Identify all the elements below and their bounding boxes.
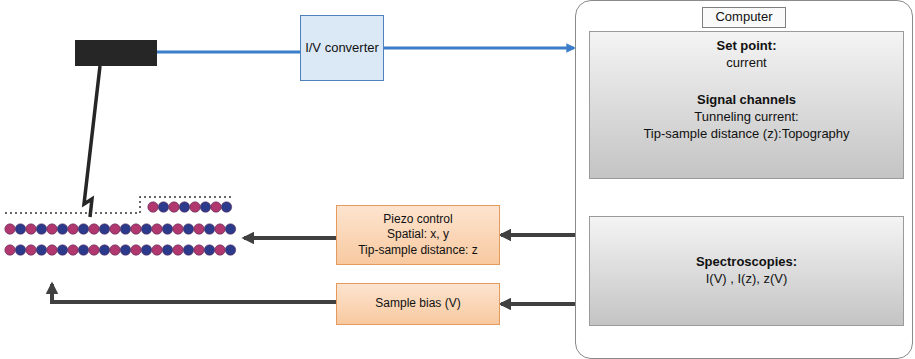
atom [68, 245, 78, 255]
atom [141, 245, 151, 255]
node-text: current [726, 55, 766, 72]
computer-heading: Computer [702, 7, 785, 28]
atom [131, 224, 141, 234]
atom [194, 224, 204, 234]
atom [152, 245, 162, 255]
atom [15, 224, 25, 234]
atom [36, 224, 46, 234]
atom [89, 224, 99, 234]
node-text: Tip-sample distance (z):Topography [643, 126, 849, 143]
signal-arrow [501, 302, 575, 306]
node-text: Sample bias (V) [375, 296, 460, 312]
atom [204, 245, 214, 255]
atom [120, 245, 130, 255]
atom [200, 202, 210, 212]
computer-housing: Set point:currentSignal channelsTunnelin… [575, 0, 913, 359]
atom [47, 224, 57, 234]
atom [68, 224, 78, 234]
node-text: I/V converter [305, 40, 379, 57]
stm-tip [84, 66, 100, 217]
node-text: Tunneling current: [694, 109, 798, 126]
sample-atoms [5, 202, 236, 255]
atom [173, 245, 183, 255]
atom [57, 224, 67, 234]
atom [225, 245, 235, 255]
node-text: Spectroscopies: [696, 254, 797, 271]
atom [110, 245, 120, 255]
atom [78, 224, 88, 234]
atom [5, 245, 15, 255]
atom [141, 224, 151, 234]
atom [158, 202, 168, 212]
spectroscopy-panel: Spectroscopies:I(V) , I(z), z(V) [589, 216, 904, 326]
node-text: Set point: [717, 38, 777, 55]
atom [221, 202, 231, 212]
atom [152, 224, 162, 234]
atom [89, 245, 99, 255]
atom [148, 202, 158, 212]
atom [99, 224, 109, 234]
atom [57, 245, 67, 255]
bias-arrow [52, 284, 336, 302]
atom [215, 245, 225, 255]
atom [169, 202, 179, 212]
atom [47, 245, 57, 255]
piezo-arrow [244, 236, 336, 240]
atom [5, 224, 15, 234]
atom [179, 202, 189, 212]
atom [162, 224, 172, 234]
atom [215, 224, 225, 234]
signal-arrow [501, 233, 575, 237]
atom [190, 202, 200, 212]
topography-trace [5, 197, 233, 213]
atom [15, 245, 25, 255]
atom [162, 245, 172, 255]
node-text: Signal channels [697, 92, 796, 109]
signal-panel: Set point:currentSignal channelsTunnelin… [589, 31, 904, 179]
atom [194, 245, 204, 255]
atom [36, 245, 46, 255]
atom [26, 245, 36, 255]
node-text: Tip-sample distance: z [358, 243, 478, 259]
signal-arrow [384, 47, 574, 50]
piezo-box: Piezo controlSpatial: x, yTip-sample dis… [336, 205, 500, 265]
atom [225, 224, 235, 234]
atom [204, 224, 214, 234]
tip-holder [75, 40, 157, 66]
atom [211, 202, 221, 212]
atom [183, 245, 193, 255]
current-wire [157, 51, 300, 54]
node-text: Spatial: x, y [387, 227, 449, 243]
atom [131, 245, 141, 255]
node-text: Piezo control [383, 212, 452, 228]
atom [26, 224, 36, 234]
atom [173, 224, 183, 234]
atom [120, 224, 130, 234]
atom [99, 245, 109, 255]
atom [183, 224, 193, 234]
atom [78, 245, 88, 255]
atom [110, 224, 120, 234]
node-text: I(V) , I(z), z(V) [706, 271, 788, 288]
converter-box: I/V converter [300, 15, 384, 81]
bias-box: Sample bias (V) [336, 283, 500, 325]
